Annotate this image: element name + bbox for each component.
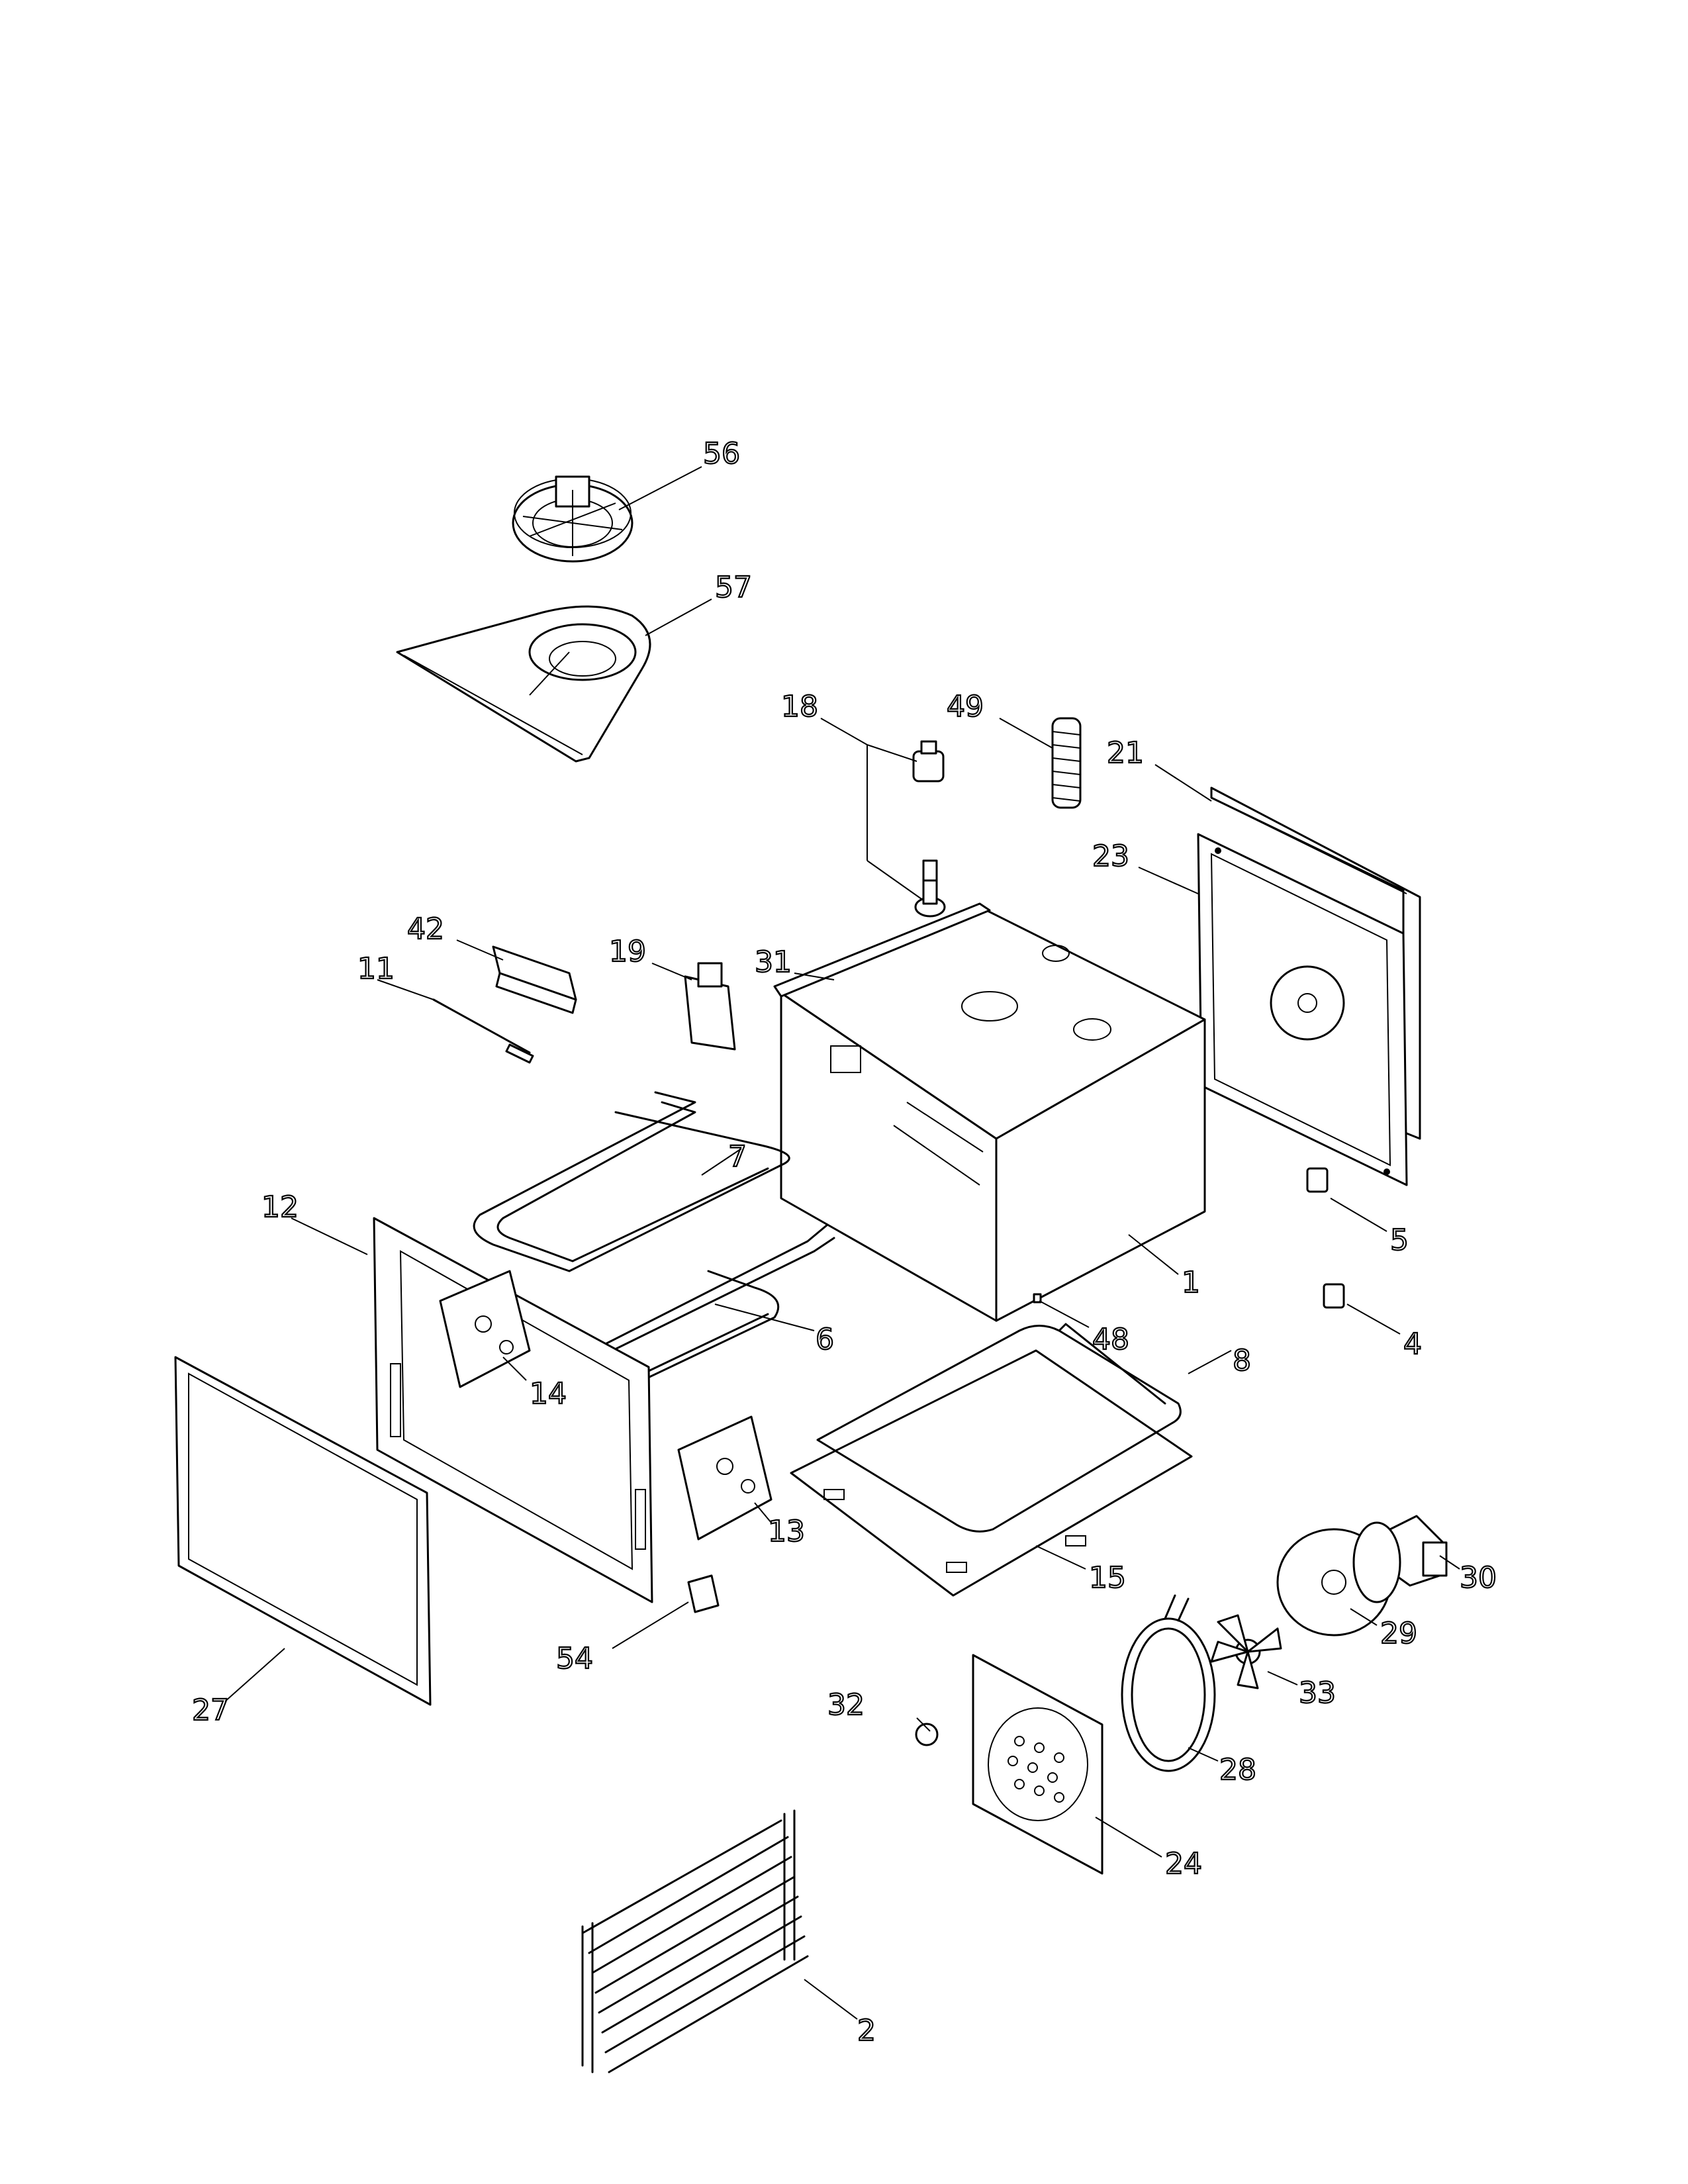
part-57-fan-duct [396, 605, 651, 763]
callout-30: 30 [1460, 1561, 1497, 1595]
part-29-motor-plate [1276, 1521, 1401, 1637]
callout-7: 7 [728, 1140, 747, 1174]
part-28-circular-element [1121, 1594, 1216, 1772]
part-19-switch [684, 962, 736, 1051]
part-32-plug [915, 1723, 939, 1746]
callout-48: 48 [1092, 1323, 1129, 1356]
part-24-fan-cover [972, 1654, 1103, 1875]
callout-32: 32 [827, 1688, 865, 1722]
callout-29: 29 [1380, 1617, 1417, 1650]
callout-14: 14 [530, 1377, 567, 1411]
part-56-fan-wheel [512, 475, 633, 563]
part-23-rear-panel [1197, 833, 1408, 1186]
part-4-connector [1323, 1283, 1345, 1309]
callout-54: 54 [556, 1642, 593, 1676]
part-27-door-glass [174, 1356, 432, 1706]
part-2-shelf-rack [581, 1809, 809, 2073]
part-31-cavity-insulation [773, 902, 991, 998]
part-13-hinge-right [677, 1415, 773, 1541]
part-15-cavity-floor [790, 1349, 1193, 1597]
callout-33: 33 [1299, 1676, 1336, 1710]
callout-27: 27 [192, 1693, 229, 1727]
callout-labels: 56 57 18 49 21 23 42 19 31 11 7 12 5 1 6… [191, 436, 1497, 2048]
part-48-clip [1033, 1293, 1042, 1304]
callout-24: 24 [1165, 1847, 1202, 1881]
part-33-fan-blade [1210, 1614, 1282, 1689]
callout-31: 31 [755, 945, 792, 979]
callout-28: 28 [1219, 1753, 1256, 1787]
part-1-oven-cavity [780, 909, 1206, 1322]
leader-lines [224, 466, 1460, 2020]
part-14-hinge-left [439, 1270, 531, 1388]
callout-13: 13 [768, 1515, 805, 1548]
callout-5: 5 [1390, 1223, 1409, 1257]
callout-21: 21 [1107, 736, 1144, 770]
callout-18: 18 [781, 690, 818, 724]
callout-56: 56 [703, 437, 740, 471]
part-42-bracket [492, 945, 577, 1014]
callout-4: 4 [1403, 1327, 1422, 1361]
part-54-connector [687, 1574, 720, 1613]
callout-19: 19 [609, 935, 646, 969]
callout-1: 1 [1182, 1266, 1200, 1300]
callout-11: 11 [357, 952, 395, 986]
callout-49: 49 [947, 690, 984, 724]
part-11-rod [432, 998, 534, 1064]
part-5-connector [1306, 1167, 1329, 1193]
part-7-grill-element [473, 1091, 790, 1272]
part-18-thermostat [912, 740, 946, 918]
callout-8: 8 [1233, 1344, 1251, 1378]
callout-2: 2 [857, 2014, 876, 2048]
callout-12: 12 [261, 1190, 299, 1224]
callout-15: 15 [1089, 1561, 1126, 1595]
part-8-bottom-element [816, 1323, 1182, 1533]
callout-57: 57 [715, 571, 752, 604]
callout-42: 42 [407, 912, 444, 946]
callout-23: 23 [1092, 839, 1129, 873]
callout-6: 6 [816, 1323, 834, 1356]
part-49-spring [1051, 717, 1082, 809]
